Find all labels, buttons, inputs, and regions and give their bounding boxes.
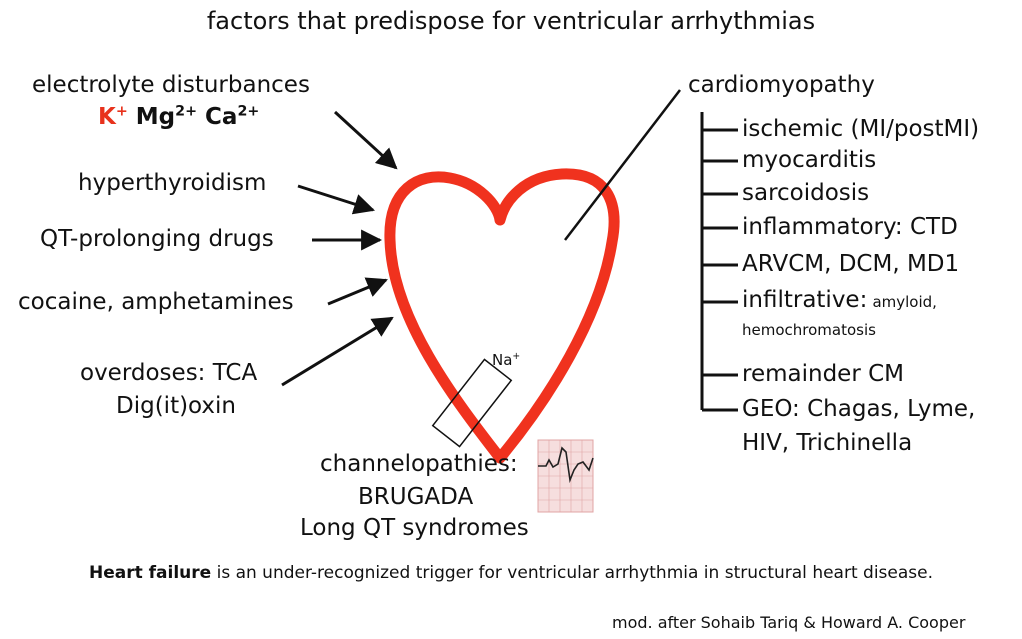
ion-potassium: K+ (98, 103, 128, 130)
cm-item-geo: GEO: Chagas, Lyme, (742, 396, 976, 422)
credit-line: mod. after Sohaib Tariq & Howard A. Coop… (612, 613, 966, 632)
arrow-cocaine (327, 277, 388, 306)
arrow-hyperthyroidism (297, 184, 376, 215)
footer-note: Heart failure is an under-recognized tri… (0, 563, 1022, 584)
cm-item-sarcoidosis: sarcoidosis (742, 180, 870, 206)
cardiomyopathy-pointer (564, 89, 681, 241)
heart-outline (384, 168, 620, 464)
cardiomyopathy-label: cardiomyopathy (688, 72, 875, 98)
long-qt-label: Long QT syndromes (300, 515, 529, 541)
cardiomyopathy-bracket (700, 112, 738, 412)
cm-item-remainder: remainder CM (742, 361, 904, 387)
cocaine-label: cocaine, amphetamines (18, 289, 294, 315)
qt-drugs-label: QT-prolonging drugs (40, 226, 274, 252)
sodium-label: Na+ (492, 351, 521, 369)
diagram-title: factors that predispose for ventricular … (206, 7, 816, 35)
cm-item-myocarditis: myocarditis (742, 147, 877, 173)
cm-item-infiltrative: infiltrative: amyloid, (742, 287, 937, 313)
footer-rest: is an under-recognized trigger for ventr… (211, 563, 933, 583)
cm-item-arvcm: ARVCM, DCM, MD1 (742, 251, 960, 277)
brugada-label: BRUGADA (358, 484, 474, 510)
overdoses-label-1: overdoses: TCA (80, 360, 258, 386)
cm-item-infiltrative-2: hemochromatosis (742, 321, 876, 339)
ecg-strip (537, 439, 594, 513)
cm-item-ischemic: ischemic (MI/postMI) (742, 116, 980, 142)
channelopathies-label: channelopathies: (320, 451, 518, 477)
ion-list: K+ Mg2+ Ca2+ (98, 103, 259, 130)
arrow-electrolytes (333, 110, 398, 170)
ion-magnesium: Mg2+ (135, 103, 198, 130)
ion-calcium: Ca2+ (205, 103, 260, 130)
cm-item-geo-2: HIV, Trichinella (742, 430, 913, 456)
hyperthyroidism-label: hyperthyroidism (78, 170, 267, 196)
footer-bold: Heart failure (89, 563, 212, 583)
arrow-overdoses (281, 316, 394, 387)
electrolyte-label: electrolyte disturbances (32, 72, 310, 98)
cm-item-inflammatory: inflammatory: CTD (742, 214, 958, 240)
overdoses-label-2: Dig(it)oxin (116, 393, 236, 419)
sodium-channel-box (431, 358, 513, 448)
